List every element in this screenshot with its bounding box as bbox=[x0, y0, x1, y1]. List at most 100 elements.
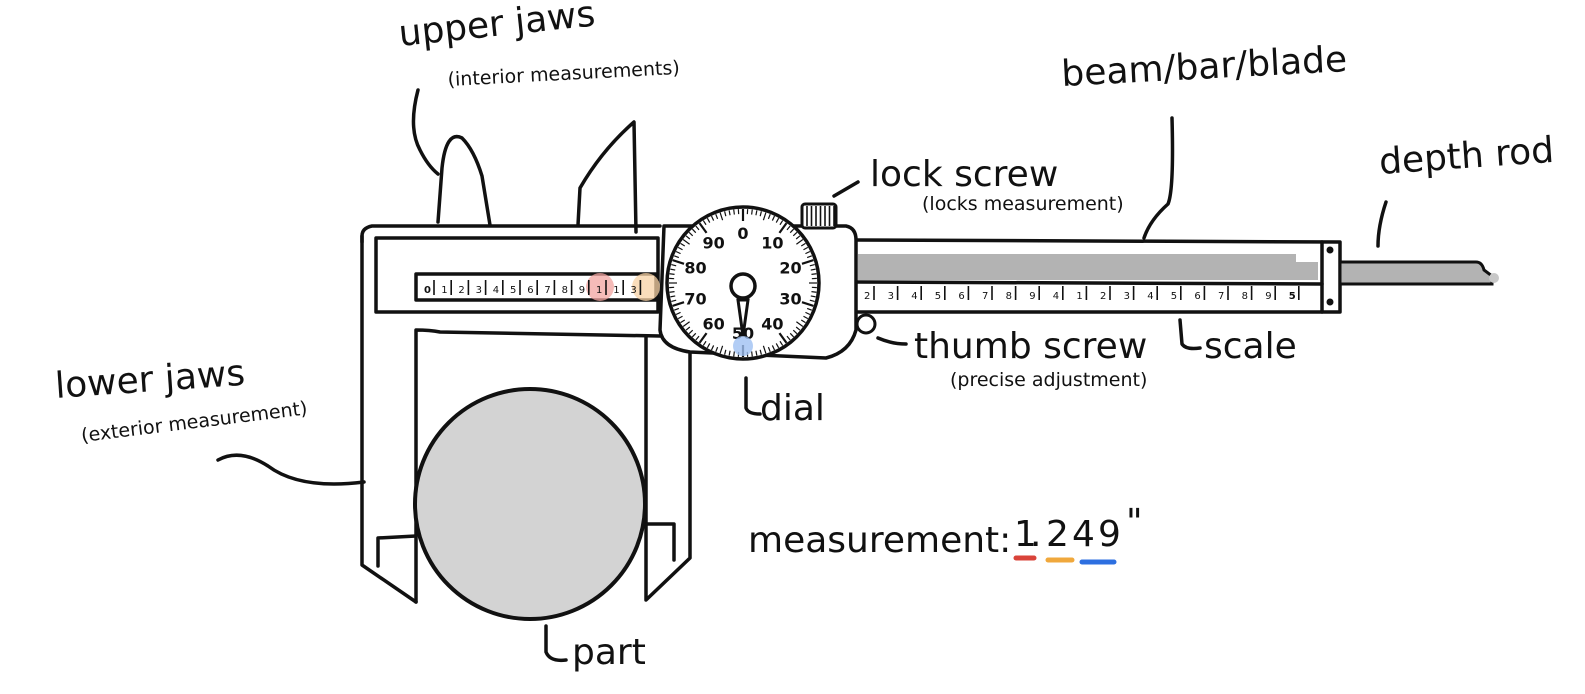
dial-tick bbox=[733, 209, 735, 215]
dial-label: dial bbox=[760, 388, 825, 429]
jaw-scale-number: 1 bbox=[441, 285, 447, 296]
dial-tick bbox=[685, 235, 691, 240]
dial-tick bbox=[728, 210, 731, 216]
depth-rod-label: depth rod bbox=[1378, 130, 1556, 183]
dial-tick bbox=[775, 343, 780, 349]
jaw-scale-number: 1 bbox=[596, 285, 602, 296]
beam-scale-number: 2 bbox=[1100, 291, 1106, 302]
dial-tick bbox=[706, 343, 711, 349]
dial-tick bbox=[779, 340, 784, 346]
dial-tick bbox=[767, 346, 771, 353]
dial-tick bbox=[803, 246, 809, 251]
beam-scale-number: 9 bbox=[1029, 291, 1035, 302]
dial-needle bbox=[736, 298, 750, 337]
dial-tick bbox=[789, 332, 795, 338]
beam-scale-number: 4 bbox=[1147, 291, 1153, 302]
dial-tick bbox=[677, 246, 683, 251]
dial-tick bbox=[796, 239, 804, 245]
lock-screw-knurl bbox=[806, 206, 835, 226]
dial-tick bbox=[672, 259, 685, 265]
dial-tick bbox=[767, 213, 771, 220]
dial-tick bbox=[724, 211, 727, 217]
dial-tick bbox=[670, 295, 676, 298]
dial-tick bbox=[811, 273, 817, 275]
upper-jaws-note: (interior measurements) bbox=[447, 57, 680, 91]
depth-rod-leader bbox=[1376, 200, 1388, 248]
dial-number: 70 bbox=[684, 289, 706, 308]
dial-tick bbox=[789, 228, 795, 234]
jaw-scale-number: 3 bbox=[476, 285, 482, 296]
dial-tick bbox=[751, 209, 753, 215]
dial-tick bbox=[670, 268, 676, 271]
lock-screw bbox=[800, 202, 838, 230]
dial-tick bbox=[702, 340, 707, 346]
measurement-unit: " bbox=[1126, 502, 1143, 543]
dial-tick bbox=[792, 329, 798, 335]
dial-number: 0 bbox=[737, 224, 748, 243]
dial-pivot bbox=[729, 272, 757, 300]
part-circle bbox=[413, 387, 647, 621]
dial-tick bbox=[801, 301, 814, 307]
dial-tick bbox=[795, 235, 801, 240]
dial-tick bbox=[810, 295, 816, 298]
dial-tick bbox=[724, 349, 727, 355]
dial-tick bbox=[803, 315, 809, 320]
dial-number: 10 bbox=[761, 234, 783, 253]
dial-tick bbox=[800, 319, 806, 324]
dial-number: 80 bbox=[684, 259, 706, 278]
upper-jaw-sliding bbox=[576, 120, 638, 234]
dial-tick bbox=[779, 220, 784, 226]
dial-blue-highlight bbox=[733, 336, 753, 356]
dial-tick bbox=[695, 225, 700, 231]
dial-tick bbox=[669, 291, 675, 293]
beam-scale-number: 9 bbox=[1265, 291, 1271, 302]
dial-tick bbox=[715, 346, 719, 353]
dial-tick bbox=[762, 345, 767, 354]
dial-tick bbox=[775, 217, 780, 223]
dial-tick bbox=[688, 329, 694, 335]
jaw-scale-number: 0 bbox=[424, 285, 431, 296]
lock-screw-leader bbox=[832, 180, 860, 198]
dial-number: 30 bbox=[779, 289, 801, 308]
upper-jaws-label: upper jaws bbox=[397, 0, 597, 55]
dial-tick bbox=[800, 242, 806, 247]
beam-scale-number: 1 bbox=[1076, 291, 1082, 302]
dial-tick bbox=[671, 299, 677, 302]
lower-jaw-sliding-tip bbox=[644, 522, 676, 562]
jaw-scale-number: 4 bbox=[493, 285, 499, 296]
beam-scale-number: 5 bbox=[1171, 291, 1177, 302]
dial-tick bbox=[759, 211, 762, 217]
beam-scale-number: 7 bbox=[982, 291, 988, 302]
dial-tick bbox=[695, 335, 700, 341]
thumb-screw-leader bbox=[876, 336, 908, 346]
dial-tick bbox=[805, 311, 811, 316]
dial-tick bbox=[801, 259, 814, 265]
dial-tick bbox=[682, 321, 690, 327]
sliding-jaw bbox=[644, 334, 692, 602]
dial-tick bbox=[691, 332, 697, 338]
jaw-scale-number: 8 bbox=[562, 285, 568, 296]
dial-tick bbox=[759, 349, 762, 355]
dial-tick bbox=[755, 350, 758, 356]
dial-tick bbox=[792, 231, 798, 237]
lock-screw-note: (locks measurement) bbox=[922, 193, 1124, 215]
highlight-orange bbox=[632, 273, 660, 301]
beam-scale-number: 7 bbox=[1218, 291, 1224, 302]
beam-scale-number: 3 bbox=[1124, 291, 1130, 302]
jaw-scale-number: 2 bbox=[458, 285, 464, 296]
beam-leader bbox=[1142, 116, 1175, 240]
beam-scale-number: 8 bbox=[1006, 291, 1012, 302]
dial-tick bbox=[771, 345, 776, 351]
dial-tick bbox=[706, 217, 711, 223]
jaw-beam-window bbox=[374, 236, 660, 314]
dial-tick bbox=[669, 273, 675, 275]
dial-tick bbox=[778, 222, 788, 234]
dial-tick bbox=[795, 326, 801, 331]
dial-tick bbox=[675, 311, 681, 316]
dial-tick bbox=[786, 225, 791, 231]
measurement-digit-hundredths: 4 bbox=[1072, 514, 1095, 555]
upper-jaws-leader bbox=[411, 88, 440, 176]
dial-number: 40 bbox=[761, 314, 783, 333]
dial-tick bbox=[682, 239, 690, 245]
